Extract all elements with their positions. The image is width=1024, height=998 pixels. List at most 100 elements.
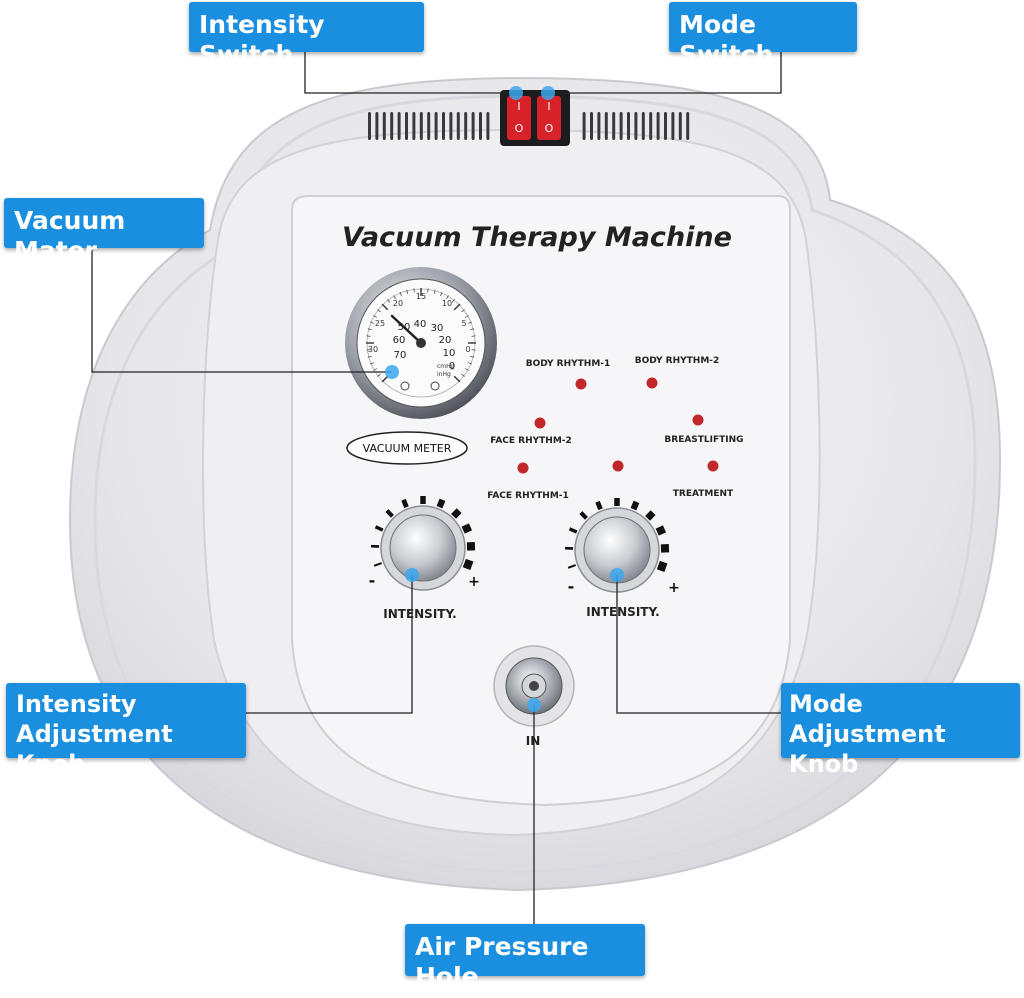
gauge-tick (366, 335, 371, 337)
gauge-tick (464, 315, 469, 318)
gauge-tick (377, 309, 381, 313)
led-treatment (707, 460, 719, 472)
marker-dots (385, 86, 624, 712)
gauge-tick (467, 362, 472, 365)
mode-label-breastlifting: BREASTLIFTING (664, 435, 743, 445)
gauge-tick (427, 288, 429, 293)
vent-slot (449, 112, 453, 140)
gauge-tick (470, 355, 475, 358)
vent-slot (604, 112, 608, 140)
machine-title: Vacuum Therapy Machine (342, 222, 732, 253)
air-pressure-inlet[interactable]: IN (493, 645, 575, 748)
mode-indicators: BODY RHYTHM-1 BODY RHYTHM-2 FACE RHYTHM-… (487, 356, 743, 501)
vent-slot (434, 112, 438, 140)
knob-scale-tick (645, 510, 656, 521)
gauge-tick (453, 375, 461, 383)
gauge-tick (367, 355, 372, 358)
gauge-tick (387, 299, 391, 303)
switch-off-mark: O (515, 122, 524, 135)
callout-air-pressure-hole: Air Pressure Hole (405, 924, 645, 991)
gauge-tick (470, 328, 475, 331)
gauge-scale-label: 30 (368, 345, 378, 354)
intensity-switch[interactable]: I O (507, 96, 531, 140)
gauge-tick (467, 321, 472, 324)
knob-scale-tick (436, 498, 446, 509)
knob-scale-tick (567, 564, 576, 569)
knob-scale-tick (373, 562, 382, 567)
vent-slot (442, 112, 445, 140)
mode-label-treatment: TREATMENT (673, 489, 734, 499)
led-body-rhythm-1 (575, 378, 587, 390)
mode-switch[interactable]: I O (537, 96, 561, 140)
callout-mode-adjustment-knob: Mode Adjustment Knob (781, 683, 1020, 778)
gauge-scale-label: 15 (416, 292, 426, 301)
vent-slot (368, 112, 371, 140)
mode-label-face-rhythm-2: FACE RHYTHM-2 (490, 436, 572, 446)
vent-slot (486, 112, 490, 140)
knob-scale-tick (656, 560, 668, 573)
switch-off-mark: O (545, 122, 554, 135)
vent-slot (397, 112, 401, 140)
knob-scale-tick (568, 527, 578, 534)
gauge-scale-label: 5 (461, 319, 466, 328)
vent-slot (627, 112, 630, 140)
gauge-tick (367, 328, 372, 331)
gauge-scale-label: 0 (465, 345, 470, 354)
callout-vacuum-mater: Vacuum Mater (4, 198, 204, 265)
gauge-scale-label: 0 (449, 361, 455, 372)
knob-scale-arc (370, 496, 476, 571)
mode-label-body-rhythm-2: BODY RHYTHM-2 (635, 356, 720, 366)
vent-slot (590, 112, 593, 140)
gauge-pivot (416, 338, 426, 348)
vent-slot (479, 112, 482, 140)
knob-scale-tick (462, 558, 474, 571)
gauge-icon (400, 381, 410, 391)
vacuum-gauge: 15 20 10 25 5 30 0 40 30 20 10 0 60 70 5… (345, 267, 497, 419)
gauge-tick (373, 368, 378, 371)
mode-knob-label: INTENSITY. (586, 605, 660, 619)
gauge-scale-label: 70 (394, 350, 407, 361)
knob-scale-tick (579, 511, 588, 520)
vent-slot (582, 112, 586, 140)
gauge-tick (446, 295, 449, 300)
knob-scale-tick (385, 509, 394, 518)
vent-slot (656, 112, 660, 140)
gauge-needle (390, 314, 423, 345)
vent-slot (634, 112, 638, 140)
rocker-switch-block: I O I O (500, 90, 570, 146)
vent-slot (427, 112, 431, 140)
gauge-unit-cmhg: cmHg (437, 363, 455, 370)
gauge-scale-label: 30 (431, 323, 444, 334)
gauge-tick (451, 299, 455, 303)
vent-slot (464, 112, 468, 140)
gauge-scale-label: 60 (393, 335, 406, 346)
vent-slot (641, 112, 645, 140)
gauge-tick (413, 288, 415, 293)
plus-sign: + (468, 574, 480, 590)
vent-slot (612, 112, 616, 140)
vent-slot (686, 112, 690, 140)
knob-scale-arc (564, 498, 670, 573)
gauge-tick (471, 335, 476, 337)
vent-slot (671, 112, 675, 140)
vent-slot (375, 112, 379, 140)
mode-adjustment-knob[interactable]: - + INTENSITY. (564, 498, 680, 619)
inlet-label: IN (526, 734, 541, 748)
air-vent-grille (368, 112, 690, 140)
gauge-tick (406, 289, 409, 294)
gauge-tick (366, 349, 371, 351)
gauge-tick (471, 349, 476, 351)
mode-label-face-rhythm-1: FACE RHYTHM-1 (487, 491, 569, 501)
vacuum-meter-badge: VACUUM METER (346, 431, 468, 465)
intensity-adjustment-knob[interactable]: - + INTENSITY. (369, 496, 480, 621)
minus-sign: - (568, 577, 575, 596)
gauge-tick (440, 292, 443, 297)
intensity-knob-label: INTENSITY. (383, 607, 457, 621)
callout-mode-switch: Mode Switch (669, 2, 857, 69)
gauge-tick (370, 362, 375, 365)
knob-scale-tick (461, 523, 473, 534)
switch-on-mark: I (517, 100, 520, 113)
knob-scale-tick (630, 500, 640, 511)
knob-scale-tick (401, 498, 409, 509)
